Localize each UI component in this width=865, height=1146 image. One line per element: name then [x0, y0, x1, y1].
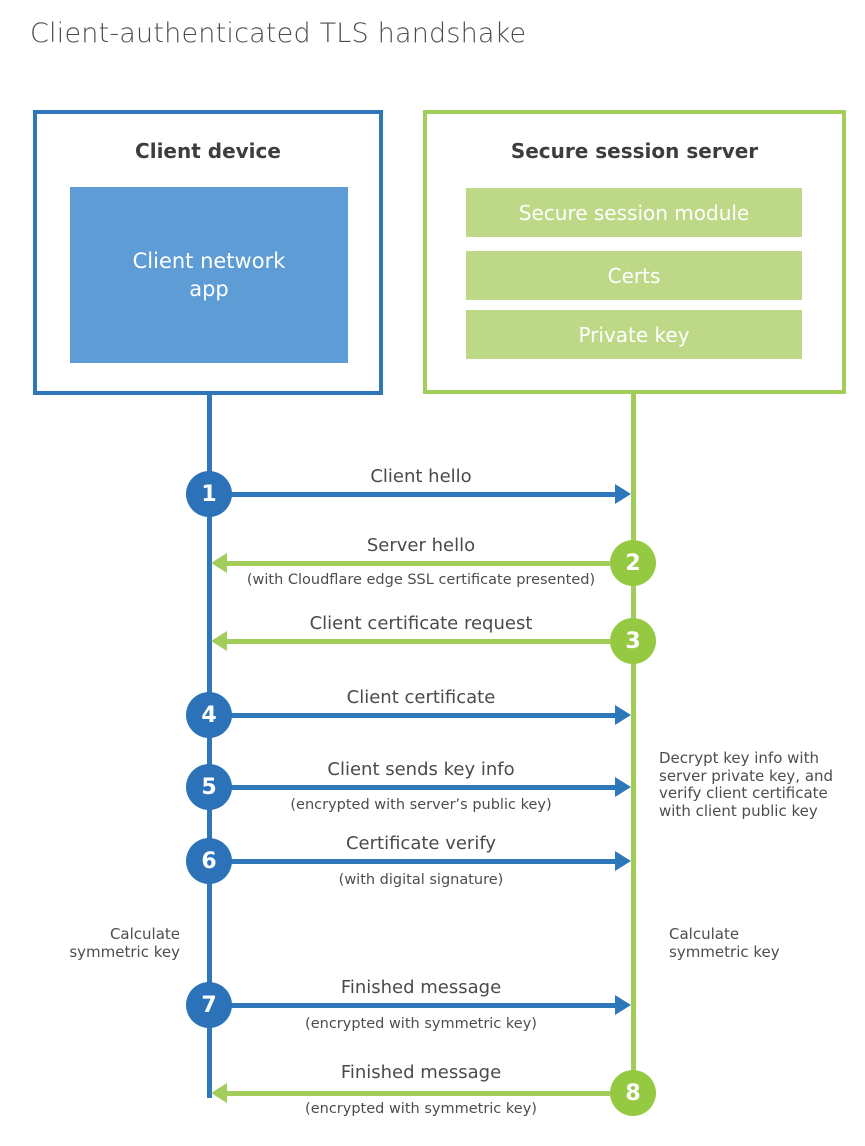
- step-label: Finished message: [340, 1062, 502, 1083]
- step-circle: 5: [186, 764, 232, 810]
- page-title: Client-authenticated TLS handshake: [30, 18, 527, 49]
- arrow-line: [230, 785, 615, 790]
- arrow-right-icon: [615, 484, 631, 504]
- arrow-right-icon: [615, 705, 631, 725]
- arrow-left-icon: [211, 1083, 227, 1103]
- client-network-app: Client network app: [70, 187, 348, 363]
- step-circle: 8: [610, 1070, 656, 1116]
- step-label: Server hello: [366, 535, 476, 556]
- arrow-line: [230, 713, 615, 718]
- step-sublabel: (with Cloudflare edge SSL certificate pr…: [246, 572, 596, 588]
- step-label: Client sends key info: [327, 759, 515, 780]
- step-circle: 7: [186, 982, 232, 1028]
- step-sublabel: (encrypted with server’s public key): [290, 797, 552, 813]
- arrow-line: [227, 561, 610, 566]
- step-sublabel: (encrypted with symmetric key): [305, 1101, 537, 1117]
- server-module-certs: Certs: [466, 251, 802, 300]
- step-sublabel: (encrypted with symmetric key): [305, 1016, 537, 1032]
- step-label: Certificate verify: [345, 833, 497, 854]
- client-lifeline: [207, 394, 212, 1098]
- step-label: Client hello: [370, 466, 472, 487]
- arrow-line: [227, 1091, 610, 1096]
- step-label: Client certificate: [346, 687, 496, 708]
- arrow-left-icon: [211, 631, 227, 651]
- arrow-left-icon: [211, 553, 227, 573]
- server-module-secure-session: Secure session module: [466, 188, 802, 237]
- step-circle: 1: [186, 471, 232, 517]
- step-label: Finished message: [340, 977, 502, 998]
- arrow-right-icon: [615, 777, 631, 797]
- arrow-right-icon: [615, 995, 631, 1015]
- annotation-calculate-symmetric-key-server: Calculate symmetric key: [669, 925, 780, 961]
- step-circle: 4: [186, 692, 232, 738]
- arrow-right-icon: [615, 851, 631, 871]
- arrow-line: [230, 859, 615, 864]
- arrow-line: [227, 639, 610, 644]
- client-device-title: Client device: [135, 139, 281, 163]
- annotation-calculate-symmetric-key-client: Calculate symmetric key: [69, 925, 180, 961]
- arrow-line: [230, 492, 615, 497]
- step-circle: 6: [186, 838, 232, 884]
- server-lifeline: [631, 394, 636, 1093]
- arrow-line: [230, 1003, 615, 1008]
- step-sublabel: (with digital signature): [338, 872, 504, 888]
- step-label: Client certificate request: [309, 613, 533, 634]
- annotation-decrypt-key-info: Decrypt key info with server private key…: [659, 749, 834, 820]
- server-module-private-key: Private key: [466, 310, 802, 359]
- server-box-title: Secure session server: [510, 139, 759, 163]
- step-circle: 3: [610, 618, 656, 664]
- step-circle: 2: [610, 540, 656, 586]
